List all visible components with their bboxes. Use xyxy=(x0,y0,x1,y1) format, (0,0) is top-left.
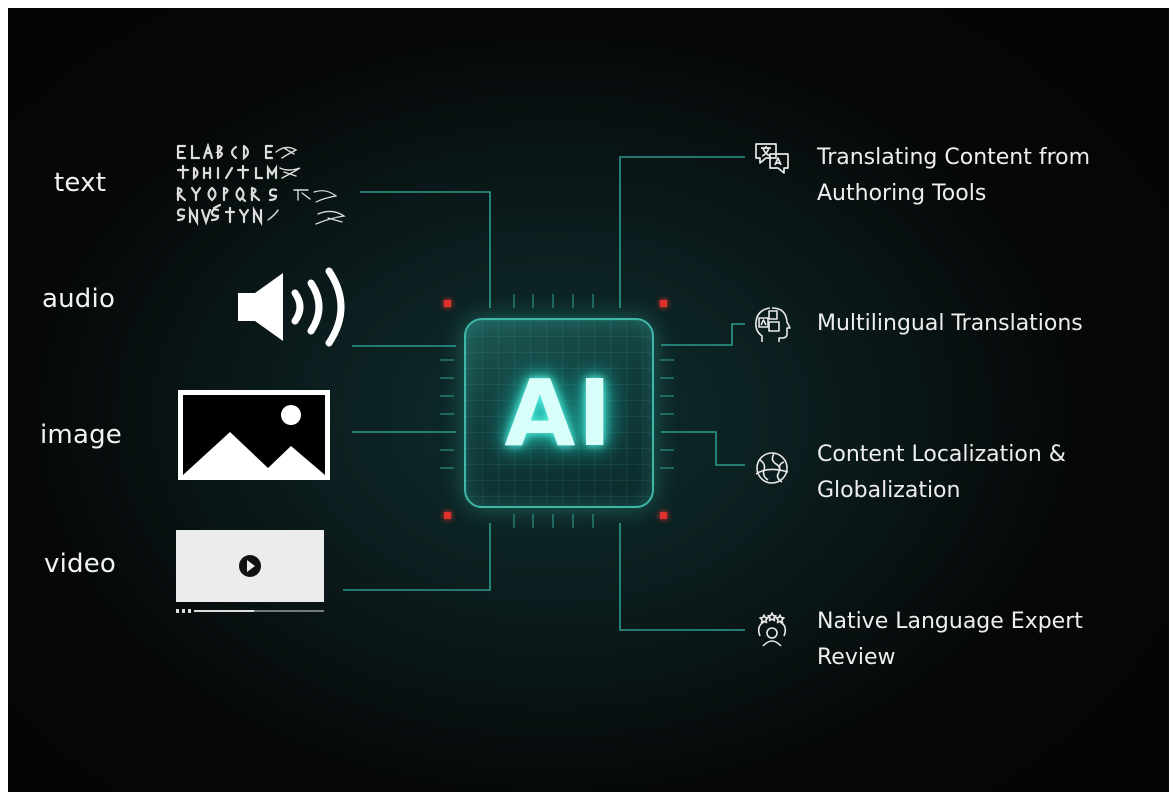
input-label-video: video xyxy=(44,549,117,579)
wire-out-3 xyxy=(661,431,745,466)
led-bottom-left xyxy=(444,512,451,519)
output-label-multilingual: Multilingual Translations xyxy=(817,306,1147,342)
text-glyphs-icon xyxy=(176,142,346,227)
led-top-right xyxy=(660,300,667,307)
globe-icon xyxy=(755,452,789,484)
led-top-left xyxy=(444,300,451,307)
output-2-line-1: Multilingual Translations xyxy=(817,311,1083,336)
output-3-line-1: Content Localization & xyxy=(817,442,1066,467)
speaker-icon xyxy=(238,267,345,347)
input-label-image: image xyxy=(40,420,122,450)
connection-wires xyxy=(343,156,745,631)
wire-out-2 xyxy=(661,323,745,346)
wire-out-1 xyxy=(619,156,745,308)
image-icon xyxy=(178,390,330,480)
output-4-line-1: Native Language Expert xyxy=(817,609,1083,634)
output-3-line-2: Globalization xyxy=(817,478,961,503)
led-bottom-right xyxy=(660,512,667,519)
multilingual-head-icon xyxy=(755,307,791,342)
wire-video xyxy=(343,523,491,591)
output-label-expert-review: Native Language Expert Review xyxy=(817,604,1147,676)
output-1-line-2: Authoring Tools xyxy=(817,181,987,206)
expert-review-icon xyxy=(757,612,787,647)
output-1-line-1: Translating Content from xyxy=(817,145,1091,170)
translate-bubbles-icon xyxy=(755,143,789,174)
input-label-audio: audio xyxy=(42,284,116,314)
chip-pins xyxy=(440,294,674,528)
diagram-background: AI text audio image video xyxy=(8,8,1169,792)
output-label-localization: Content Localization & Globalization xyxy=(817,437,1147,509)
ai-chip: AI xyxy=(464,318,654,508)
wire-text xyxy=(360,191,491,308)
input-label-text: text xyxy=(54,168,107,198)
output-label-translating: Translating Content from Authoring Tools xyxy=(817,140,1147,212)
chip-label: AI xyxy=(504,359,614,467)
wire-out-4 xyxy=(619,523,745,631)
output-4-line-2: Review xyxy=(817,645,896,670)
video-player-icon xyxy=(176,530,324,613)
